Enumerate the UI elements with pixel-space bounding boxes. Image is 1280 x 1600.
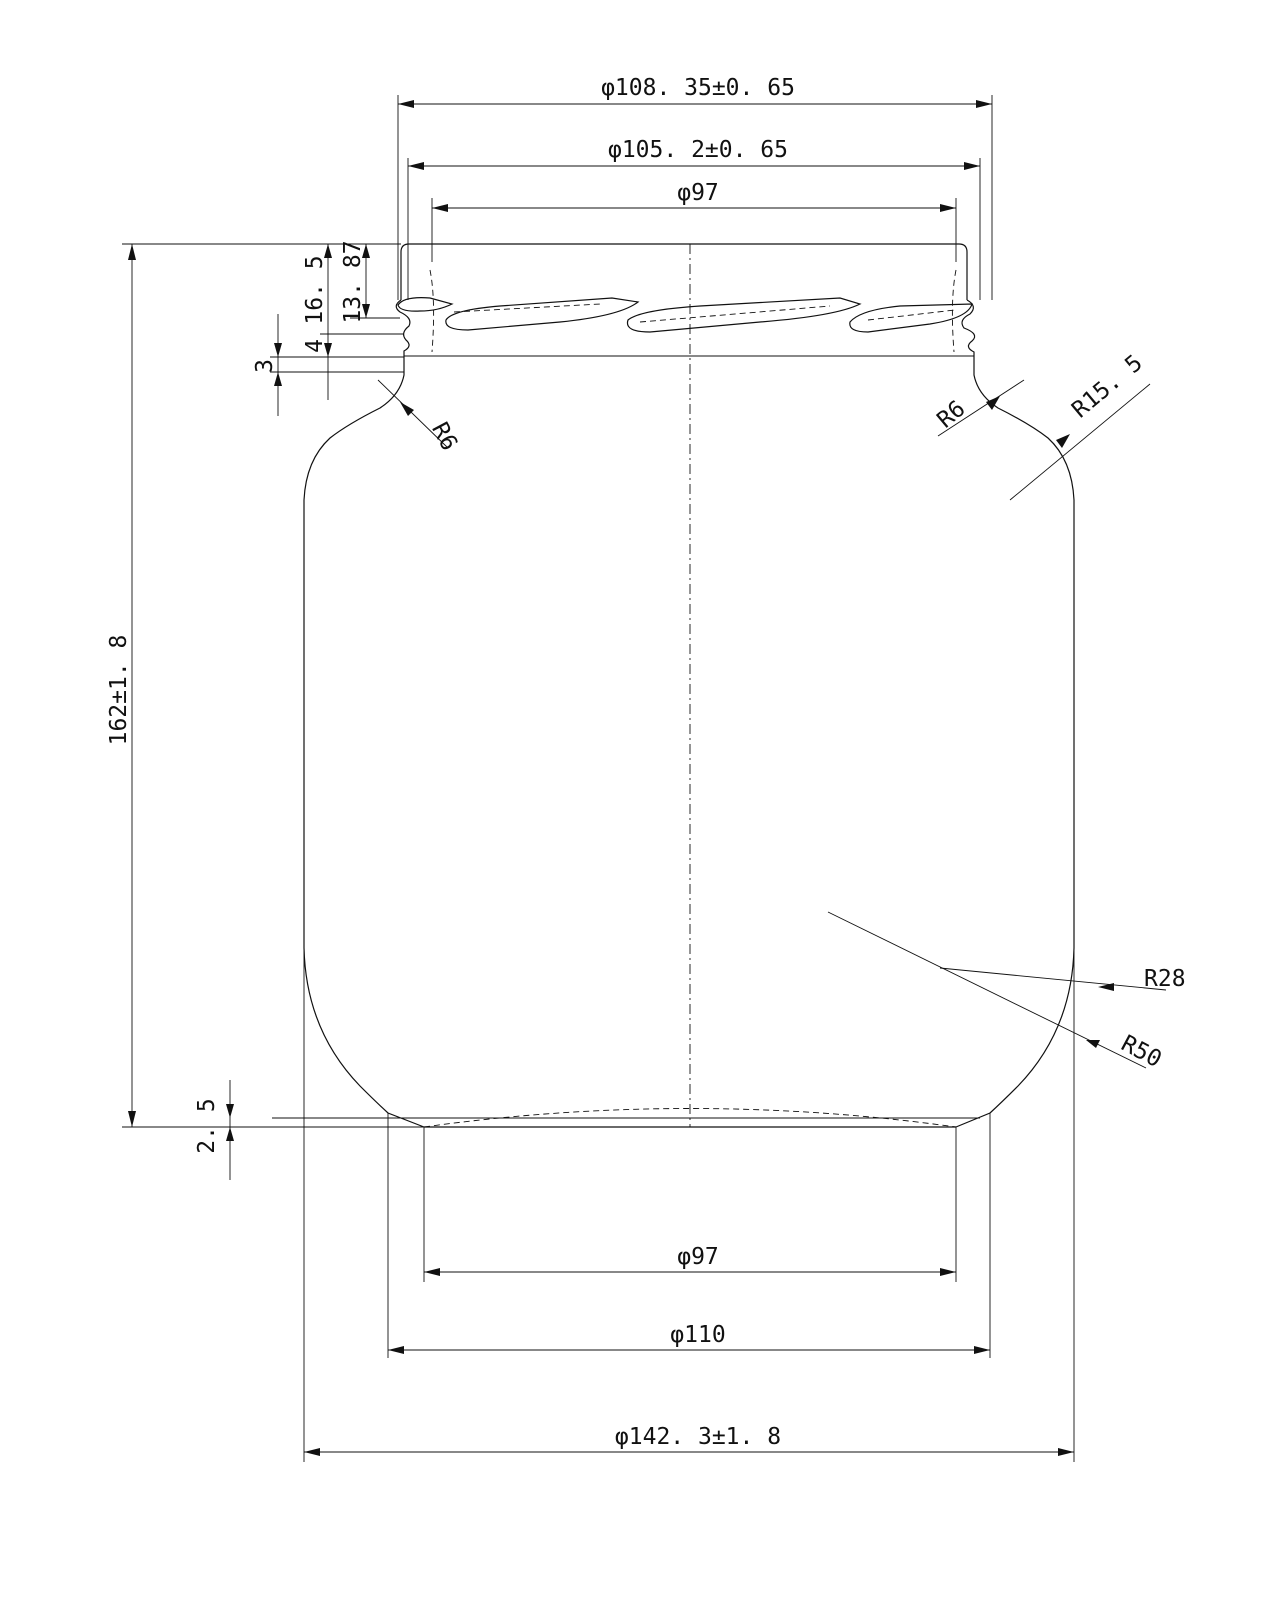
bottom-inner-dia-label: φ97 — [677, 1244, 719, 1270]
top-outer-dia-label: φ108. 35±0. 65 — [601, 75, 795, 101]
thread-lugs — [397, 297, 973, 333]
radius-r50-label: R50 — [1117, 1031, 1166, 1073]
height-16-5-label: 16. 5 — [302, 255, 328, 324]
height-4-label: 4 — [302, 339, 328, 353]
height-13-87-label: 13. 87 — [340, 240, 366, 323]
dimension-lines — [128, 100, 1167, 1456]
radius-r28-label: R28 — [1144, 966, 1186, 992]
radius-r15-5-label: R15. 5 — [1067, 350, 1147, 423]
jar-outline — [272, 243, 1075, 1128]
extension-lines — [122, 95, 1075, 1462]
body-dia-label: φ142. 3±1. 8 — [615, 1424, 781, 1450]
radius-r6-left-label: R6 — [426, 418, 462, 455]
inner-bore-left — [429, 269, 435, 353]
top-thread-dia-label: φ105. 2±0. 65 — [608, 137, 788, 163]
total-height-label: 162±1. 8 — [106, 635, 132, 746]
inner-bore-right — [951, 269, 957, 353]
height-3-label: 3 — [252, 359, 278, 373]
base-offset-label: 2. 5 — [194, 1098, 220, 1153]
radius-r6-right-label: R6 — [933, 396, 971, 434]
bottom-dia-label: φ110 — [670, 1322, 725, 1348]
top-inner-dia-label: φ97 — [677, 180, 719, 206]
